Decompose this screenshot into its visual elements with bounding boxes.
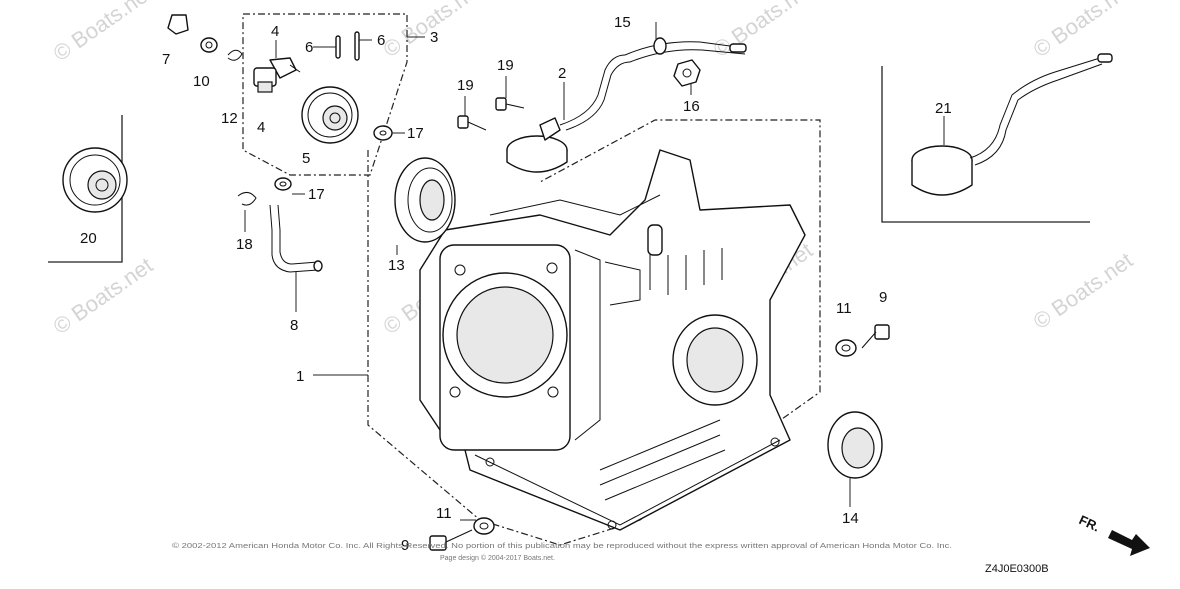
callout-11[interactable]: 11 [836, 300, 852, 317]
washer-icon[interactable] [274, 177, 292, 191]
callout-14[interactable]: 14 [842, 510, 859, 527]
direction-label: FR. [1077, 512, 1102, 534]
callout-18[interactable]: 18 [236, 236, 253, 253]
callout-19[interactable]: 19 [457, 77, 474, 94]
callout-17[interactable]: 17 [308, 186, 325, 203]
pin-icon[interactable] [335, 35, 341, 59]
oil-alert-switch-icon[interactable] [911, 53, 1113, 196]
washer-icon[interactable] [373, 125, 393, 141]
callout-2[interactable]: 2 [558, 65, 566, 82]
assembly-outline-governor [242, 13, 408, 176]
copyright-line: Page design © 2004-2017 Boats.net. [440, 554, 555, 562]
washer-icon[interactable] [200, 37, 218, 53]
ball-bearing-icon[interactable] [394, 157, 456, 243]
bolt-icon[interactable] [495, 97, 525, 111]
callout-7[interactable]: 7 [162, 51, 170, 68]
leader-lines [244, 22, 945, 521]
callout-4[interactable]: 4 [271, 23, 279, 40]
watermark-text: © Boats.net [709, 0, 818, 62]
callout-12[interactable]: 12 [221, 110, 238, 127]
watermark-text: © Boats.net [1029, 247, 1138, 334]
callout-6[interactable]: 6 [305, 39, 313, 56]
drain-bolt-icon[interactable] [429, 529, 473, 551]
sealing-washer-icon[interactable] [473, 517, 495, 535]
governor-holder-icon[interactable] [253, 67, 277, 93]
watermark-text: © Boats.net [1029, 0, 1138, 62]
bracket-switch-21 [881, 66, 1090, 223]
watermark-text: © Boats.net [49, 252, 158, 339]
direction-marker: FR. [1077, 512, 1150, 556]
bolt-icon[interactable] [457, 115, 487, 131]
callout-13[interactable]: 13 [388, 257, 405, 274]
callout-15[interactable]: 15 [614, 14, 631, 31]
arrow-right-icon [1108, 530, 1150, 556]
callout-11[interactable]: 11 [436, 505, 452, 522]
callout-19[interactable]: 19 [497, 57, 514, 74]
governor-gear-icon[interactable] [301, 86, 359, 144]
callout-4[interactable]: 4 [257, 119, 265, 136]
breather-tube-icon[interactable] [269, 204, 323, 273]
cylinder-barrel-icon[interactable] [419, 149, 806, 531]
callout-17[interactable]: 17 [407, 125, 424, 142]
oil-level-switch-icon[interactable] [506, 54, 631, 173]
drain-bolt-icon[interactable] [861, 324, 890, 349]
callout-3[interactable]: 3 [430, 29, 438, 46]
callout-5[interactable]: 5 [302, 150, 310, 167]
callout-6[interactable]: 6 [377, 32, 385, 49]
nut-icon[interactable] [673, 59, 701, 87]
callout-9[interactable]: 9 [401, 537, 409, 554]
pin-icon[interactable] [354, 31, 360, 61]
clip-icon[interactable] [227, 49, 243, 61]
copyright-line: © 2002-2012 American Honda Motor Co. Inc… [172, 542, 952, 550]
watermark-text: © Boats.net [49, 0, 158, 66]
oil-seal-icon[interactable] [827, 411, 883, 479]
diagram-code: Z4J0E0300B [985, 563, 1049, 575]
callout-1[interactable]: 1 [296, 368, 304, 385]
callout-9[interactable]: 9 [879, 289, 887, 306]
governor-gear-icon[interactable] [62, 147, 128, 213]
callout-21[interactable]: 21 [935, 100, 952, 117]
callout-8[interactable]: 8 [290, 317, 298, 334]
callout-10[interactable]: 10 [193, 73, 210, 90]
wire-harness-icon[interactable] [624, 37, 747, 63]
tube-clip-icon[interactable] [237, 192, 257, 206]
callout-20[interactable]: 20 [80, 230, 97, 247]
callout-labels: 1 2 3 4 4 5 6 6 7 8 9 9 10 11 11 12 13 1… [80, 14, 952, 554]
sealing-washer-icon[interactable] [835, 339, 857, 357]
breather-plug-icon[interactable] [167, 14, 189, 35]
callout-16[interactable]: 16 [683, 98, 700, 115]
